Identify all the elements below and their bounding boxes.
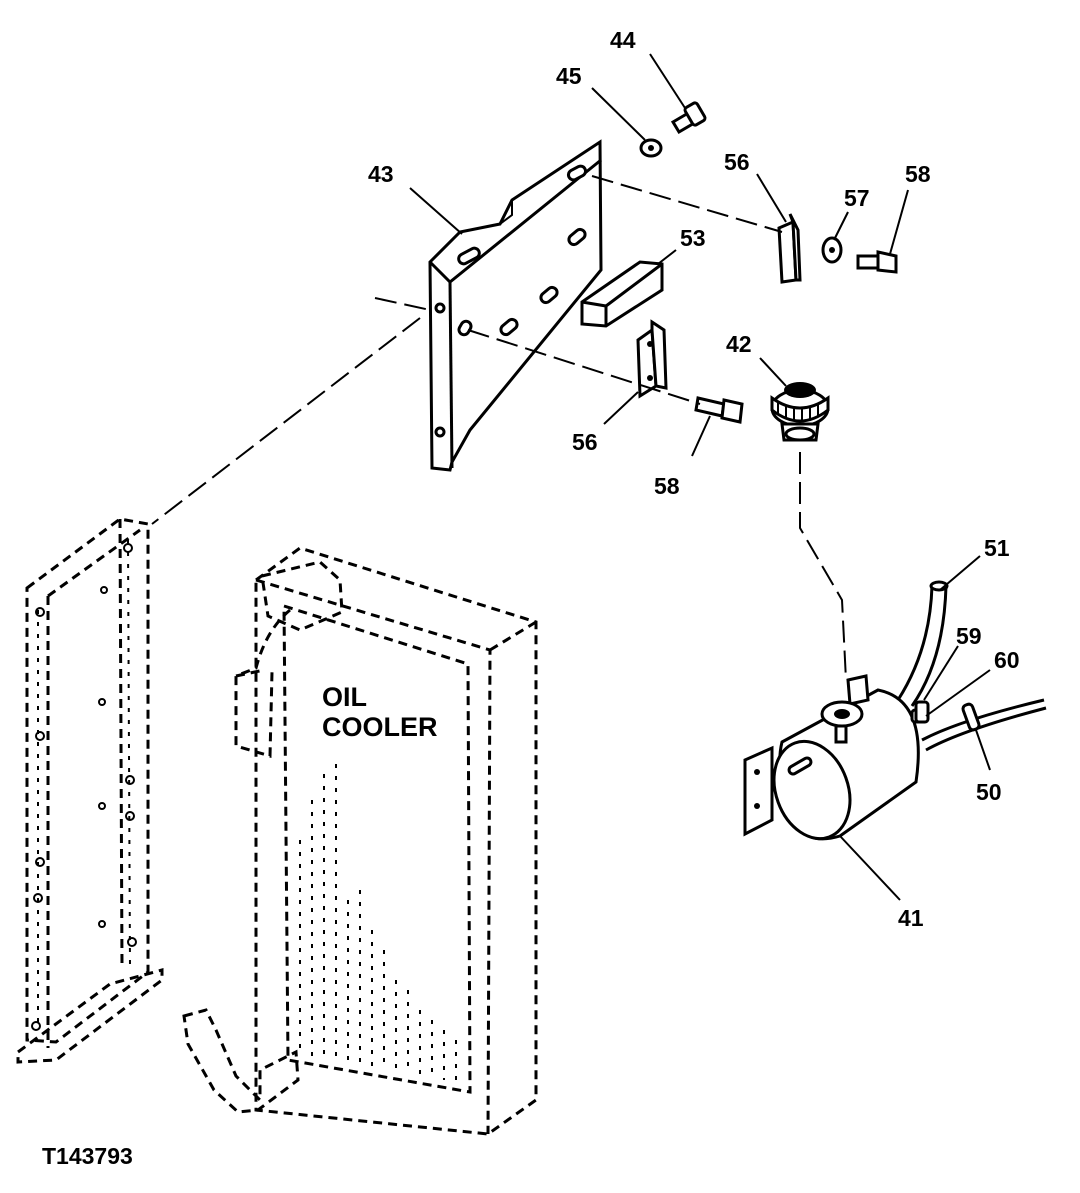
callout-60: 60 <box>994 647 1020 673</box>
alignment-lines <box>151 175 847 681</box>
clip-56-bottom <box>636 319 668 399</box>
oil-cooler-label-line1: OIL <box>322 682 367 712</box>
filler-cap-42 <box>770 382 830 442</box>
clip-56-top <box>777 213 802 284</box>
figure-id: T143793 <box>42 1143 133 1169</box>
tube-50 <box>921 698 1047 752</box>
spacer-block-53 <box>580 260 664 328</box>
callout-58-top: 58 <box>905 161 931 187</box>
reservoir-tank-41 <box>743 674 928 841</box>
cap-screw-58-top <box>856 250 898 274</box>
callout-51: 51 <box>984 535 1010 561</box>
cap-screw-58-bottom <box>694 396 744 424</box>
callout-56-top: 56 <box>724 149 750 175</box>
oil-cooler-label-line2: COOLER <box>322 712 438 742</box>
callout-53: 53 <box>680 225 706 251</box>
callout-58-bottom: 58 <box>654 473 680 499</box>
callout-44: 44 <box>610 27 636 53</box>
radiator-panel-phantom <box>16 517 164 1064</box>
callout-45: 45 <box>556 63 582 89</box>
mounting-bracket-43 <box>428 139 603 472</box>
oil-cooler-phantom <box>182 546 538 1136</box>
nut-57 <box>821 236 843 264</box>
washer-45 <box>639 138 663 158</box>
callout-43: 43 <box>368 161 394 187</box>
callout-42: 42 <box>726 331 752 357</box>
callout-leaders <box>409 53 991 901</box>
callout-56-bottom: 56 <box>572 429 598 455</box>
callout-41: 41 <box>898 905 924 931</box>
hose-51 <box>896 580 949 707</box>
callout-59: 59 <box>956 623 982 649</box>
fitting-59-60 <box>914 700 930 724</box>
callout-50: 50 <box>976 779 1002 805</box>
callout-57: 57 <box>844 185 870 211</box>
cap-screw-44 <box>670 101 707 135</box>
